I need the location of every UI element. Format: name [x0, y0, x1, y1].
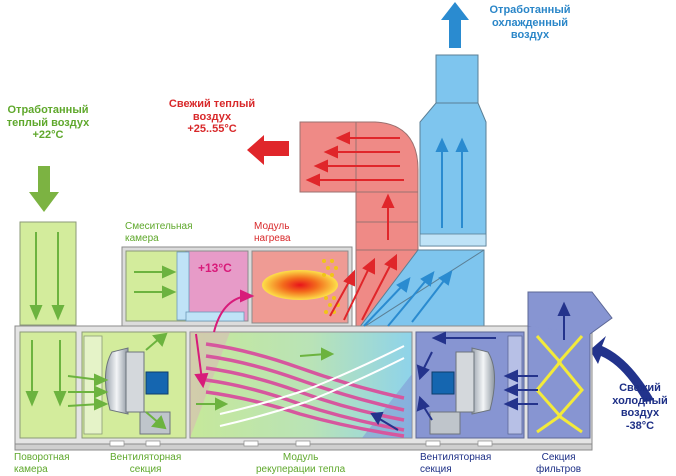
fan-left	[105, 347, 171, 435]
red-flow-arrows	[305, 131, 404, 321]
cold-inlet-hood	[527, 291, 613, 335]
heater-dots	[322, 259, 340, 314]
green-flow-arrows	[25, 232, 335, 430]
label-mix-temp: +13°C	[198, 261, 232, 275]
rotary-chamber	[19, 331, 77, 439]
rotary-chamber-duct	[19, 221, 77, 333]
exhaust-warm-arrow	[29, 166, 59, 212]
base-feet	[109, 440, 493, 447]
exhaust-stack	[419, 102, 487, 247]
filter-section	[527, 325, 591, 439]
filter-zigzag-b	[556, 335, 584, 434]
blue-flow-arrows	[363, 137, 469, 327]
exhaust-stack-top	[435, 54, 479, 104]
magenta-flow-arrows	[194, 289, 255, 389]
recuperator-plates	[205, 342, 405, 438]
mixing-damper-bottom	[185, 311, 245, 322]
fresh-cold-arrow	[590, 336, 654, 402]
warm-outlet-duct	[299, 121, 419, 251]
exhaust-cooled-arrow	[441, 2, 469, 48]
fresh-warm-arrow	[247, 135, 289, 165]
navy-flow-arrows	[370, 301, 571, 431]
heater-flame	[262, 270, 338, 300]
filter-left	[83, 335, 103, 435]
mixing-chamber	[125, 250, 187, 322]
mixing-damper	[176, 251, 190, 321]
exhaust-damper	[419, 233, 487, 247]
fan-right	[429, 347, 495, 435]
